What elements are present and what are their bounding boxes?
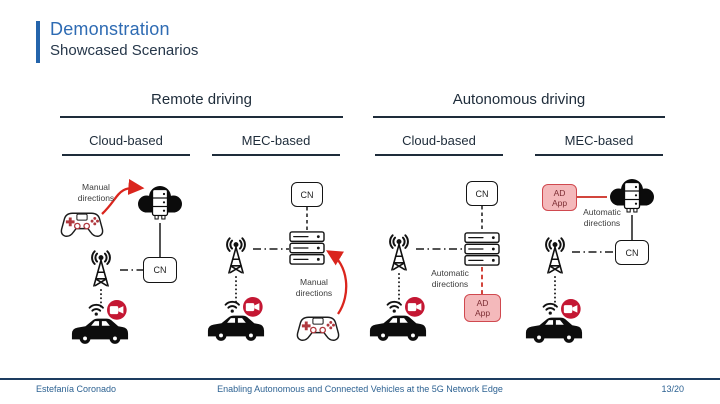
automatic-directions-label: Automatic directions bbox=[583, 207, 621, 228]
column-underline-remote-cloud bbox=[62, 154, 190, 156]
column-underline-remote-mec bbox=[212, 154, 340, 156]
connected-car-icon bbox=[207, 296, 265, 343]
connected-car-icon bbox=[71, 299, 129, 346]
footer-page-number: 13/20 bbox=[661, 384, 684, 394]
automatic-directions-label: Automatic directions bbox=[431, 268, 469, 289]
footer-talk-title: Enabling Autonomous and Connected Vehicl… bbox=[217, 384, 503, 394]
column-title-auto-mec: MEC-based bbox=[564, 133, 634, 148]
core-network-node: CN bbox=[615, 240, 649, 265]
column-title-auto-cloud: Cloud-based bbox=[402, 133, 476, 148]
antenna-icon bbox=[382, 232, 416, 272]
column-title-remote-cloud: Cloud-based bbox=[89, 133, 163, 148]
title-accent-bar bbox=[36, 21, 40, 63]
slide-title: Demonstration bbox=[50, 19, 170, 39]
section-title-autonomous-driving: Autonomous driving bbox=[452, 91, 586, 108]
section-underline-autonomous bbox=[373, 116, 665, 118]
slide-subtitle: Showcased Scenarios bbox=[50, 42, 199, 59]
connected-car-icon bbox=[525, 298, 583, 345]
section-title-remote-driving: Remote driving bbox=[151, 91, 252, 108]
mec-server-stack-icon bbox=[289, 231, 325, 265]
column-underline-auto-cloud bbox=[375, 154, 503, 156]
gamepad-icon bbox=[295, 313, 341, 342]
connected-car-icon bbox=[369, 296, 427, 343]
section-underline-remote bbox=[60, 116, 343, 118]
cloud-server-icon bbox=[134, 183, 186, 225]
manual-directions-label: Manual directions bbox=[77, 182, 115, 203]
footer-divider bbox=[0, 378, 720, 380]
core-network-node: CN bbox=[143, 257, 177, 283]
manual-directions-label: Manual directions bbox=[295, 277, 333, 298]
mec-server-stack-icon bbox=[464, 232, 500, 266]
column-title-remote-mec: MEC-based bbox=[241, 133, 311, 148]
footer-author: Estefanía Coronado bbox=[36, 384, 117, 394]
core-network-node: CN bbox=[466, 181, 498, 206]
ad-app-node: AD App bbox=[464, 294, 501, 322]
ad-app-node: AD App bbox=[542, 184, 577, 211]
antenna-icon bbox=[219, 235, 253, 275]
gamepad-icon bbox=[59, 209, 105, 238]
core-network-node: CN bbox=[291, 182, 323, 207]
column-underline-auto-mec bbox=[535, 154, 663, 156]
antenna-icon bbox=[84, 248, 118, 288]
antenna-icon bbox=[538, 235, 572, 275]
